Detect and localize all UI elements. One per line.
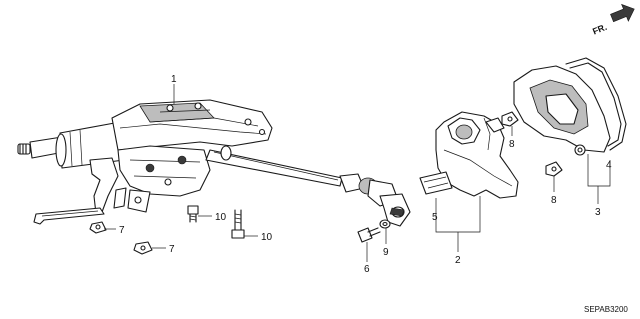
firewall-seal[interactable] [513, 57, 627, 156]
callout-10a: 10 [215, 212, 227, 223]
callout-5: 5 [432, 212, 438, 223]
leader-lines [104, 84, 611, 262]
callout-8b: 8 [551, 195, 557, 206]
nut-8b[interactable] [545, 161, 563, 177]
nut-7b[interactable] [133, 241, 153, 255]
washer-9[interactable] [379, 219, 391, 229]
callout-4: 4 [606, 160, 612, 171]
callout-7b: 7 [169, 244, 175, 255]
callout-1: 1 [171, 74, 177, 85]
callout-3: 3 [595, 207, 601, 218]
callout-6: 6 [364, 264, 370, 275]
bolt-10b[interactable] [231, 209, 245, 239]
callout-9: 9 [383, 247, 389, 258]
callout-10b: 10 [261, 232, 273, 243]
callout-8a: 8 [509, 139, 515, 150]
bolt-10a[interactable] [187, 205, 199, 223]
front-direction-arrow [610, 3, 635, 23]
nut-7a[interactable] [89, 221, 107, 234]
nut-8a[interactable] [501, 111, 519, 127]
callout-7a: 7 [119, 225, 125, 236]
boot-cover[interactable] [419, 111, 519, 199]
front-direction-label: FR. [591, 22, 608, 37]
steering-column-assembly[interactable] [17, 99, 411, 227]
bolt-6[interactable] [357, 227, 381, 243]
diagram-code: SEPAB3200 [584, 305, 628, 314]
callout-2: 2 [455, 255, 461, 266]
